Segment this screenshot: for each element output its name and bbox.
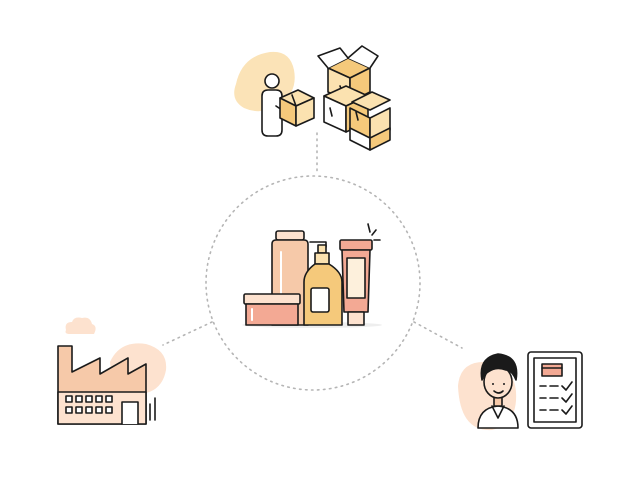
cosmetic-products-icon [242,223,382,328]
factory-icon [57,317,167,425]
delivery-person-with-boxes-icon [234,45,391,151]
connectors [162,132,463,391]
person-with-checklist-icon [458,351,583,431]
connector-right [413,321,463,349]
center-dotted-ring [205,175,421,391]
connector-left [162,321,213,346]
factory-windows [65,395,113,414]
